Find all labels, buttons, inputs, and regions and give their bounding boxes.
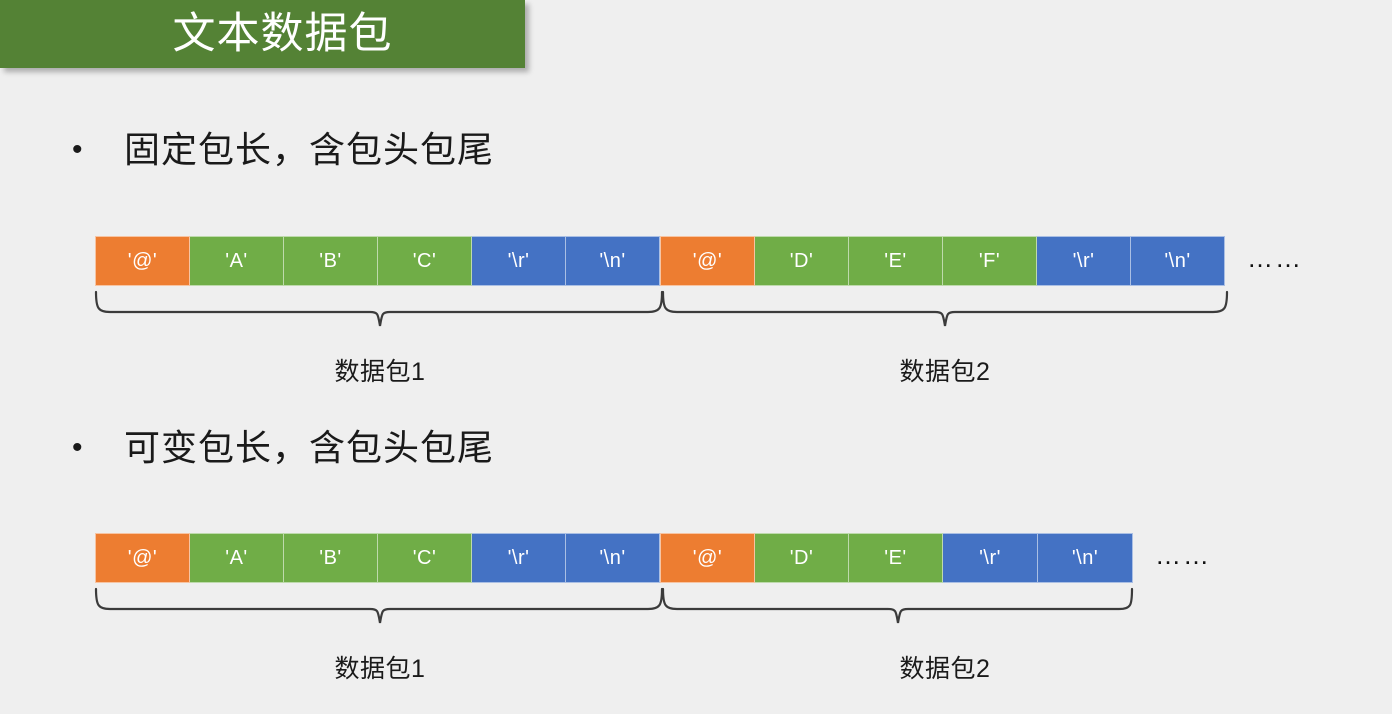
byte-cell: 'E' [849, 236, 943, 286]
bullet-marker-icon: • [72, 133, 83, 166]
byte-cell: 'F' [943, 236, 1037, 286]
brace-packet-2 [661, 587, 1134, 624]
brace-packet-2 [661, 290, 1229, 327]
byte-cell: 'C' [378, 533, 472, 583]
bullet-item-variable-length: • 可变包长，含包头包尾 [72, 430, 494, 466]
slide-title-banner: 文本数据包 [0, 0, 525, 68]
packet-1: '@' 'A' 'B' 'C' '\r' '\n' [95, 533, 660, 583]
packet-caption: 数据包1 [334, 358, 426, 386]
fixed-length-packet-diagram: '@' 'A' 'B' 'C' '\r' '\n' '@' 'D' 'E' 'F… [95, 236, 1303, 286]
brace-packet-1 [94, 290, 664, 327]
continuation-ellipsis: …… [1247, 242, 1303, 273]
byte-cell: 'A' [190, 533, 284, 583]
byte-cell: '\n' [566, 236, 660, 286]
page-title: 文本数据包 [172, 9, 393, 58]
bullet-label: 可变包长，含包头包尾 [124, 427, 495, 468]
byte-cell: '\r' [472, 533, 566, 583]
packet-caption: 数据包1 [334, 655, 426, 683]
brace-packet-1 [94, 587, 664, 624]
byte-cell: 'C' [378, 236, 472, 286]
byte-cell: 'A' [190, 236, 284, 286]
continuation-ellipsis: …… [1155, 539, 1211, 570]
byte-cell: '@' [95, 533, 190, 583]
packet-caption: 数据包2 [899, 655, 991, 683]
bullet-label: 固定包长，含包头包尾 [124, 129, 495, 170]
byte-cell: 'D' [755, 236, 849, 286]
byte-cell: 'B' [284, 236, 378, 286]
byte-cell: 'E' [849, 533, 943, 583]
byte-cell: '@' [660, 533, 755, 583]
packet-2: '@' 'D' 'E' 'F' '\r' '\n' [660, 236, 1225, 286]
byte-cell: '\n' [1131, 236, 1225, 286]
byte-cell: 'B' [284, 533, 378, 583]
byte-cell: '\r' [1037, 236, 1131, 286]
packet-2: '@' 'D' 'E' '\r' '\n' [660, 533, 1133, 583]
byte-cell: '\n' [1038, 533, 1133, 583]
byte-cell: 'D' [755, 533, 849, 583]
byte-cell: '\n' [566, 533, 660, 583]
byte-cell: '@' [660, 236, 755, 286]
byte-cell: '@' [95, 236, 190, 286]
packet-1: '@' 'A' 'B' 'C' '\r' '\n' [95, 236, 660, 286]
byte-cell: '\r' [943, 533, 1038, 583]
byte-cell: '\r' [472, 236, 566, 286]
bullet-marker-icon: • [72, 431, 83, 464]
packet-caption: 数据包2 [899, 358, 991, 386]
bullet-item-fixed-length: • 固定包长，含包头包尾 [72, 132, 494, 168]
variable-length-packet-diagram: '@' 'A' 'B' 'C' '\r' '\n' '@' 'D' 'E' '\… [95, 533, 1211, 583]
